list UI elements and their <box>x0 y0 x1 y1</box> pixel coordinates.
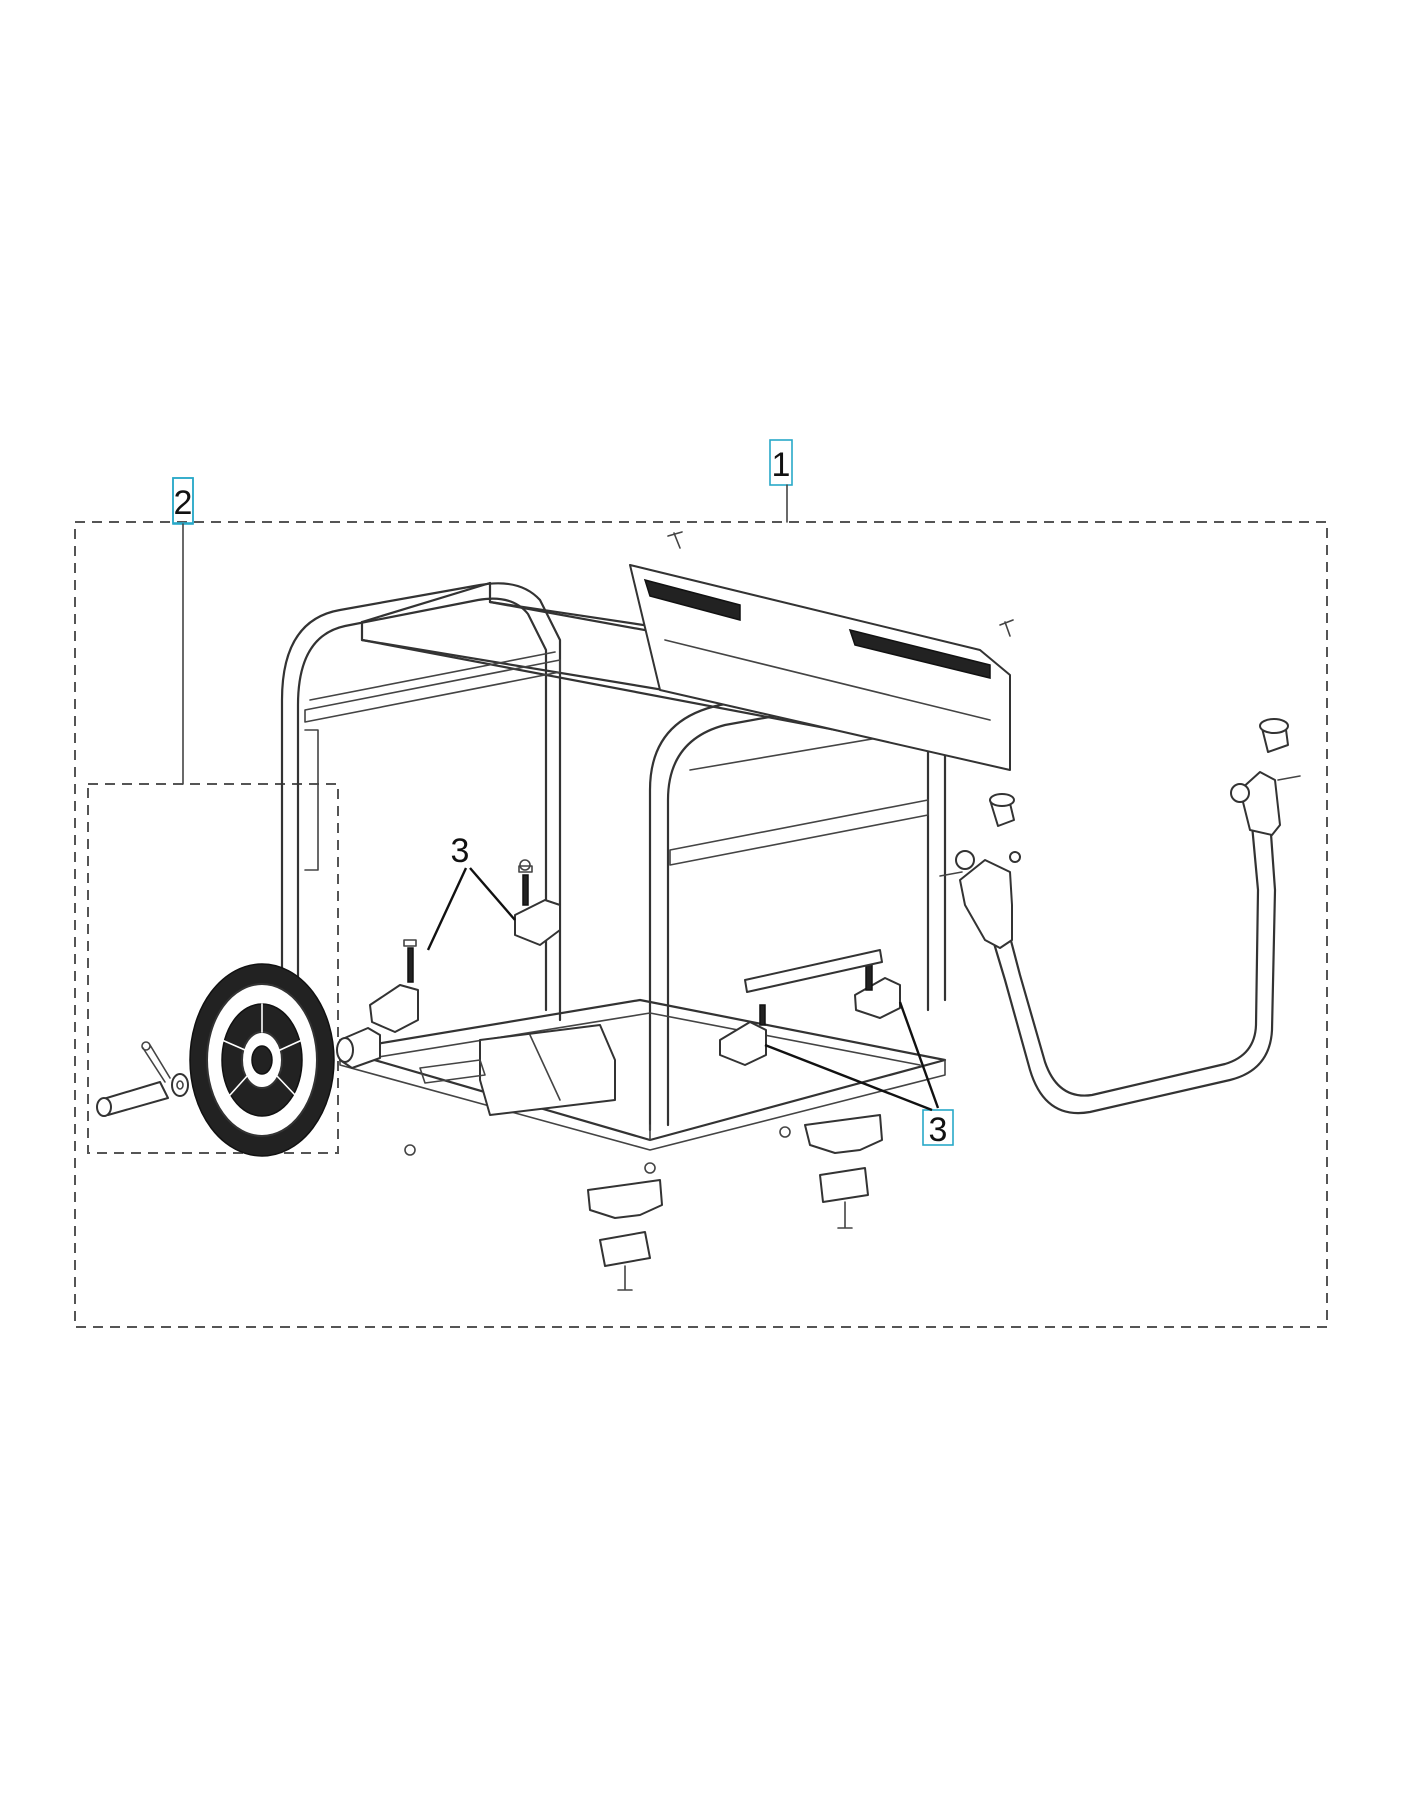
handle-assembly <box>939 718 1301 1115</box>
frame-assembly <box>280 531 1014 1151</box>
mounts <box>369 859 901 1291</box>
callout-3b-label: 3 <box>929 1111 948 1149</box>
callout-1[interactable]: 1 <box>769 439 793 523</box>
wheel-assembly <box>96 963 381 1157</box>
callout-3a-leader-left <box>426 867 468 951</box>
callout-1-box <box>769 439 793 486</box>
callout-1-label: 1 <box>772 446 791 484</box>
assembly-group-box <box>74 521 1328 1328</box>
callout-2-label: 2 <box>174 484 193 522</box>
callout-2-visible[interactable]: 2 <box>172 477 194 785</box>
callout-3b[interactable]: 3 <box>764 1001 954 1149</box>
callout-3a[interactable]: 3 <box>426 832 516 951</box>
wheel-group-box <box>87 783 339 1154</box>
callout-3a-label: 3 <box>451 832 470 870</box>
callout-3b-leader-right <box>898 1001 940 1109</box>
callout-3b-leader-left <box>764 1043 933 1112</box>
callout-3a-leader-right <box>469 867 516 921</box>
callout-3b-box <box>922 1109 954 1146</box>
